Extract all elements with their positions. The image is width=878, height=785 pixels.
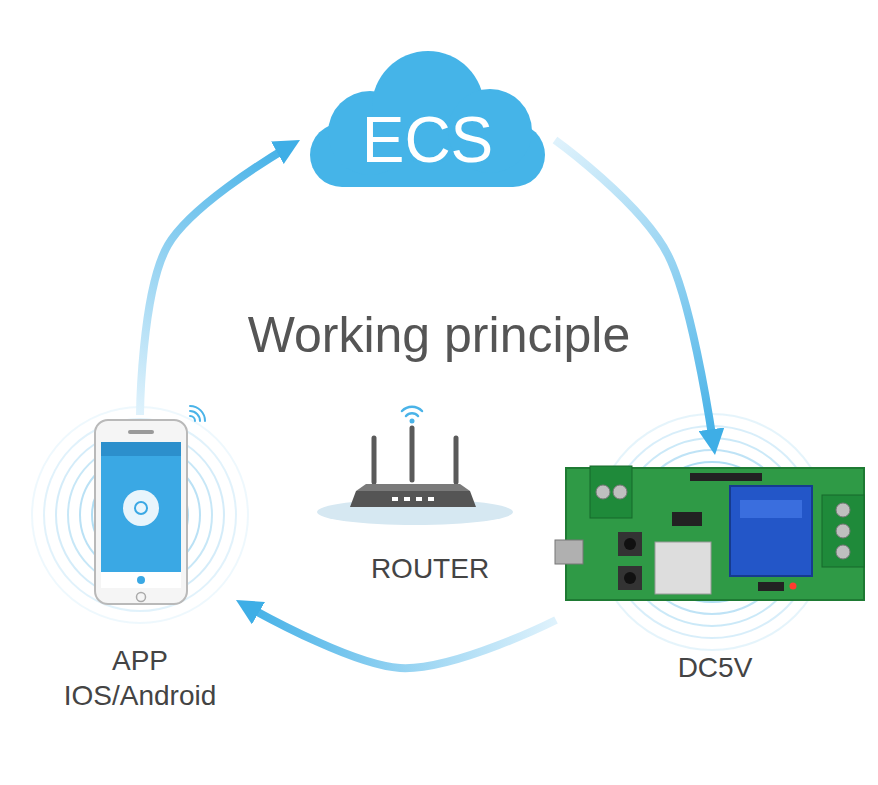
pin-header (690, 473, 762, 481)
router-light (392, 497, 398, 501)
screw (836, 503, 850, 517)
button (618, 532, 642, 556)
router-top (356, 484, 470, 491)
router-node: ROUTER (330, 408, 530, 592)
router-illustration (317, 407, 513, 525)
flow-arrow (140, 140, 300, 415)
wifi-module (655, 542, 711, 594)
power-icon (135, 502, 147, 514)
flow-arrow (555, 140, 715, 455)
phone-header (101, 442, 181, 456)
diagram-title: Working principle (0, 306, 878, 364)
router-body (350, 491, 476, 507)
tab-dot (137, 576, 145, 584)
screw (596, 485, 610, 499)
wifi-arc (190, 411, 200, 421)
node-label: APP IOS/Android (50, 643, 230, 713)
title-text: Working principle (248, 307, 631, 363)
led (790, 583, 797, 590)
relay (730, 486, 812, 576)
app-node: APP IOS/Android (44, 415, 236, 719)
wifi-arc (190, 406, 205, 421)
relay-label-area (740, 500, 802, 518)
chip (672, 512, 702, 526)
relay-board-illustration (555, 466, 864, 600)
wifi-arc (190, 416, 195, 421)
home-button (137, 593, 146, 602)
terminal-block (822, 495, 864, 567)
ring (32, 407, 248, 623)
router-light (404, 497, 410, 501)
wifi-signal (402, 407, 422, 424)
node-label: DC5V (678, 650, 753, 685)
usb-port (555, 540, 583, 564)
button-cap (624, 572, 636, 584)
antenna (454, 438, 459, 482)
phone-screen (101, 442, 181, 588)
board-node: DC5V (556, 455, 874, 691)
screw (836, 545, 850, 559)
screw (836, 524, 850, 538)
diode (758, 582, 784, 591)
button (618, 566, 642, 590)
cloud-node: ECS (300, 45, 555, 195)
phone-speaker (128, 430, 154, 434)
ring (68, 443, 212, 587)
wifi-signal (190, 406, 205, 421)
phone-illustration (95, 406, 205, 604)
screw (613, 485, 627, 499)
router-light (416, 497, 422, 501)
phone-rings (32, 407, 248, 623)
wifi-dot (410, 419, 415, 424)
button-cap (624, 538, 636, 550)
ring (56, 431, 224, 599)
antenna (410, 428, 415, 480)
wifi-arc (402, 407, 422, 411)
app-button (123, 490, 159, 526)
wifi-arc (406, 413, 418, 416)
cloud-label: ECS (362, 100, 494, 180)
phone-body (95, 420, 187, 604)
router-light (428, 497, 434, 501)
antenna (372, 438, 377, 482)
terminal-block (590, 466, 632, 518)
node-label: ROUTER (371, 551, 489, 586)
phone-tabbar (101, 572, 181, 588)
ring (44, 419, 236, 611)
flow-arrow (236, 600, 556, 668)
